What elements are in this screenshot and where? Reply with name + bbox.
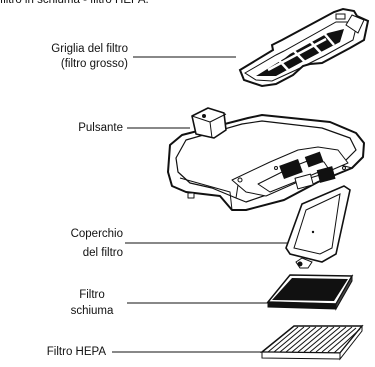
label-foam-filter: Filtro schiuma xyxy=(60,287,124,319)
label-filter-grid: Griglia del filtro (filtro grosso) xyxy=(6,42,128,72)
label-filter-cover-line1: Coperchio xyxy=(70,228,123,240)
label-button: Pulsante xyxy=(78,122,123,134)
cut-off-heading: filtro in schiuma - filtro HEPA. xyxy=(0,0,149,6)
hepa-filter-part xyxy=(259,324,364,361)
label-filter-grid-line1: Griglia del filtro xyxy=(51,43,128,55)
label-filter-grid-line2: (filtro grosso) xyxy=(60,58,128,70)
filter-grid-part xyxy=(238,7,370,88)
label-filter-cover: Coperchio del filtro xyxy=(20,225,123,263)
label-foam-filter-line2: schiuma xyxy=(70,305,114,317)
leader-line-cover xyxy=(125,238,295,244)
foam-filter-part xyxy=(266,274,354,311)
label-foam-filter-line1: Filtro xyxy=(79,289,105,301)
filter-cover-part xyxy=(285,185,351,269)
filter-housing-part xyxy=(167,107,365,211)
label-filter-cover-line2: del filtro xyxy=(82,247,123,259)
label-hepa-filter: Filtro HEPA xyxy=(46,346,106,358)
